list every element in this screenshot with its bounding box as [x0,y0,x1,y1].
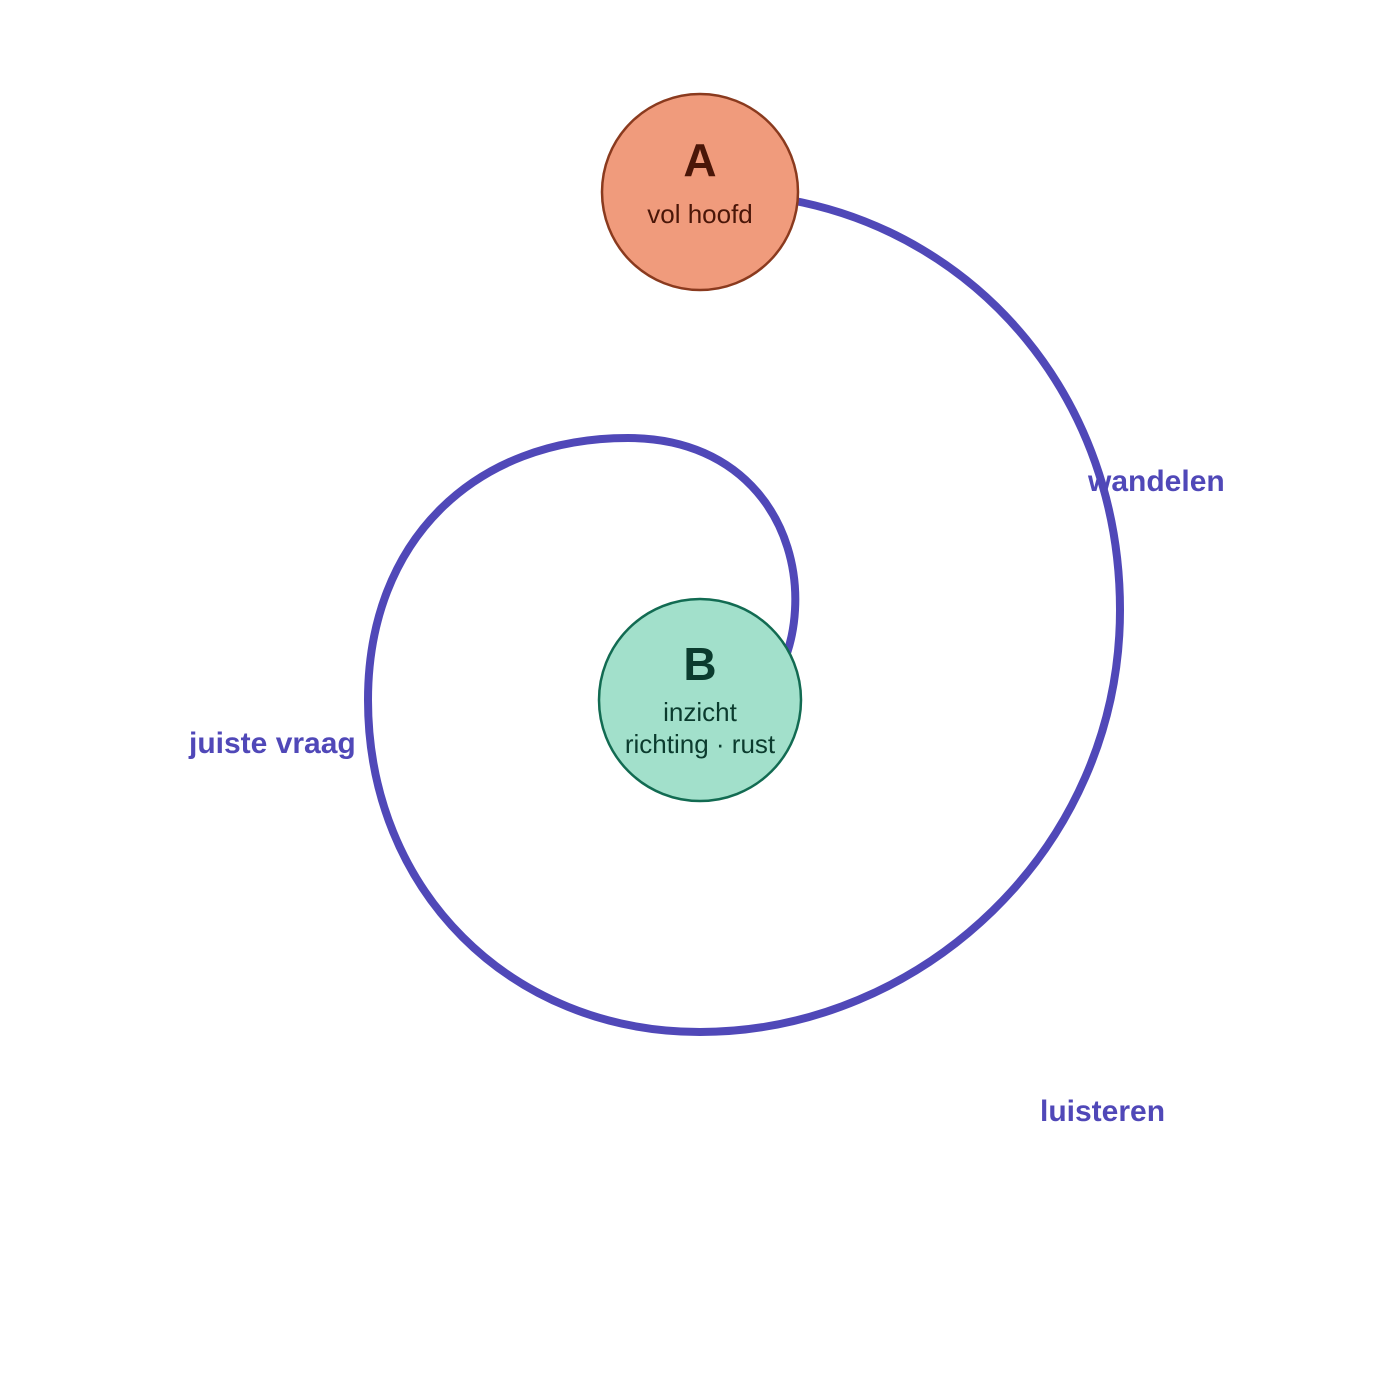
node-b-circle [597,597,803,803]
label-wandelen: wandelen [1087,465,1225,498]
spiral-path [363,196,1125,1037]
node-a: A vol hoofd [600,92,800,292]
node-b-line2: richting · rust [625,729,776,759]
node-b-line1: inzicht [663,697,737,727]
node-b: B inzicht richting · rust [597,597,803,803]
label-juiste-vraag: juiste vraag [188,727,356,760]
node-a-circle [600,92,800,292]
node-a-subtitle: vol hoofd [647,199,753,229]
label-luisteren: luisteren [1040,1095,1165,1128]
node-b-letter: B [683,638,716,690]
node-a-letter: A [683,134,716,186]
